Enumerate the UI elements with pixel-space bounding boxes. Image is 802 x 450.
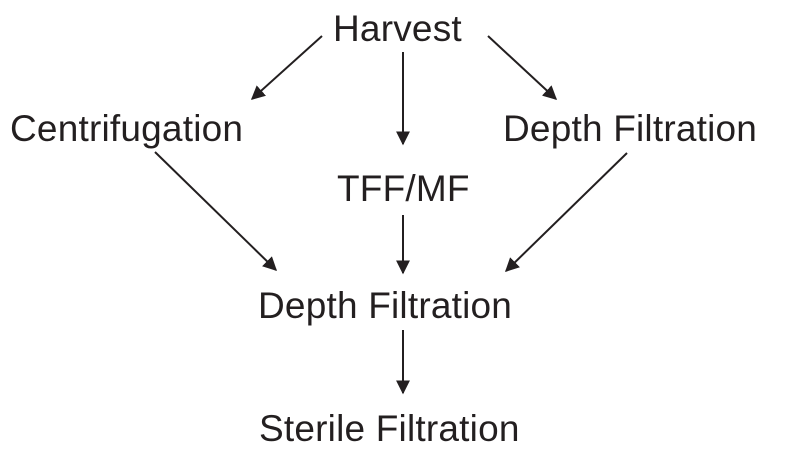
node-depth-filtration: Depth Filtration	[258, 285, 513, 326]
arrow-depth-top-to-depth-filtration	[504, 152, 628, 272]
arrow-centrifugation-to-depth-filtration	[154, 151, 278, 271]
arrow-harvest-to-depth-filtration	[487, 35, 558, 100]
node-tff-mf: TFF/MF	[337, 168, 470, 209]
node-harvest: Harvest	[333, 8, 462, 49]
node-depth-filtration-top: Depth Filtration	[503, 108, 758, 149]
node-sterile-filtration: Sterile Filtration	[259, 408, 520, 449]
node-centrifugation: Centrifugation	[10, 108, 244, 149]
arrow-harvest-to-centrifugation	[250, 35, 323, 100]
